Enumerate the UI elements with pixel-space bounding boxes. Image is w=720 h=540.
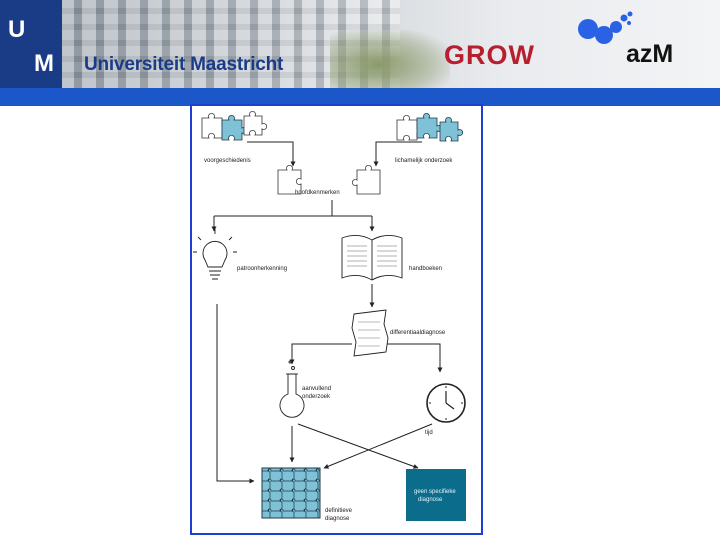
completed-puzzle-icon bbox=[261, 467, 321, 519]
flow-connectors bbox=[211, 141, 443, 484]
azm-logo: azM bbox=[626, 40, 674, 68]
azm-bubbles-icon bbox=[578, 11, 633, 44]
diagnosis-flowchart: voorgeschiedenis lichamelijk onderzoek h… bbox=[190, 104, 483, 535]
label-diagnose: diagnose bbox=[325, 516, 350, 522]
label-lichamelijk-onderzoek: lichamelijk onderzoek bbox=[395, 158, 453, 164]
lab-flask-icon bbox=[279, 360, 305, 418]
campus-photo-greenery bbox=[330, 30, 450, 88]
label-handboeken: handboeken bbox=[409, 266, 442, 272]
label-definitieve: definitieve bbox=[325, 508, 353, 514]
um-logo-letter-u: U bbox=[8, 16, 26, 43]
label-patroonherkenning: patroonherkenning bbox=[237, 266, 287, 272]
label-geen-diagnose: diagnose bbox=[418, 497, 443, 503]
label-tijd: tijd bbox=[425, 430, 433, 436]
label-geen-specifieke: geen specifieke bbox=[414, 489, 456, 495]
grow-logo: GROW bbox=[444, 40, 535, 70]
clock-icon bbox=[426, 383, 466, 423]
header-banner: U M Universiteit Maastricht GROW azM bbox=[0, 0, 720, 88]
um-logo-block: U M bbox=[0, 0, 62, 88]
university-name: Universiteit Maastricht bbox=[84, 54, 284, 75]
document-icon bbox=[351, 309, 389, 357]
label-differentiaaldiagnose: differentiaaldiagnose bbox=[390, 330, 446, 336]
label-aanvullend: aanvullend bbox=[302, 386, 331, 392]
label-hoofdkenmerken: hoofdkenmerken bbox=[295, 190, 340, 196]
header-accent-bar bbox=[0, 88, 720, 106]
open-book-icon bbox=[341, 235, 403, 281]
label-onderzoek: onderzoek bbox=[302, 394, 331, 400]
puzzle-pieces-exam-icon bbox=[396, 113, 463, 142]
um-logo-letter-m: M bbox=[34, 50, 54, 77]
puzzle-pieces-key-features-icon bbox=[277, 165, 381, 195]
label-voorgeschiedenis: voorgeschiedenis bbox=[204, 158, 251, 164]
puzzle-pieces-history-icon bbox=[201, 111, 267, 141]
light-bulb-icon bbox=[193, 229, 237, 280]
no-diagnosis-box bbox=[406, 469, 466, 521]
